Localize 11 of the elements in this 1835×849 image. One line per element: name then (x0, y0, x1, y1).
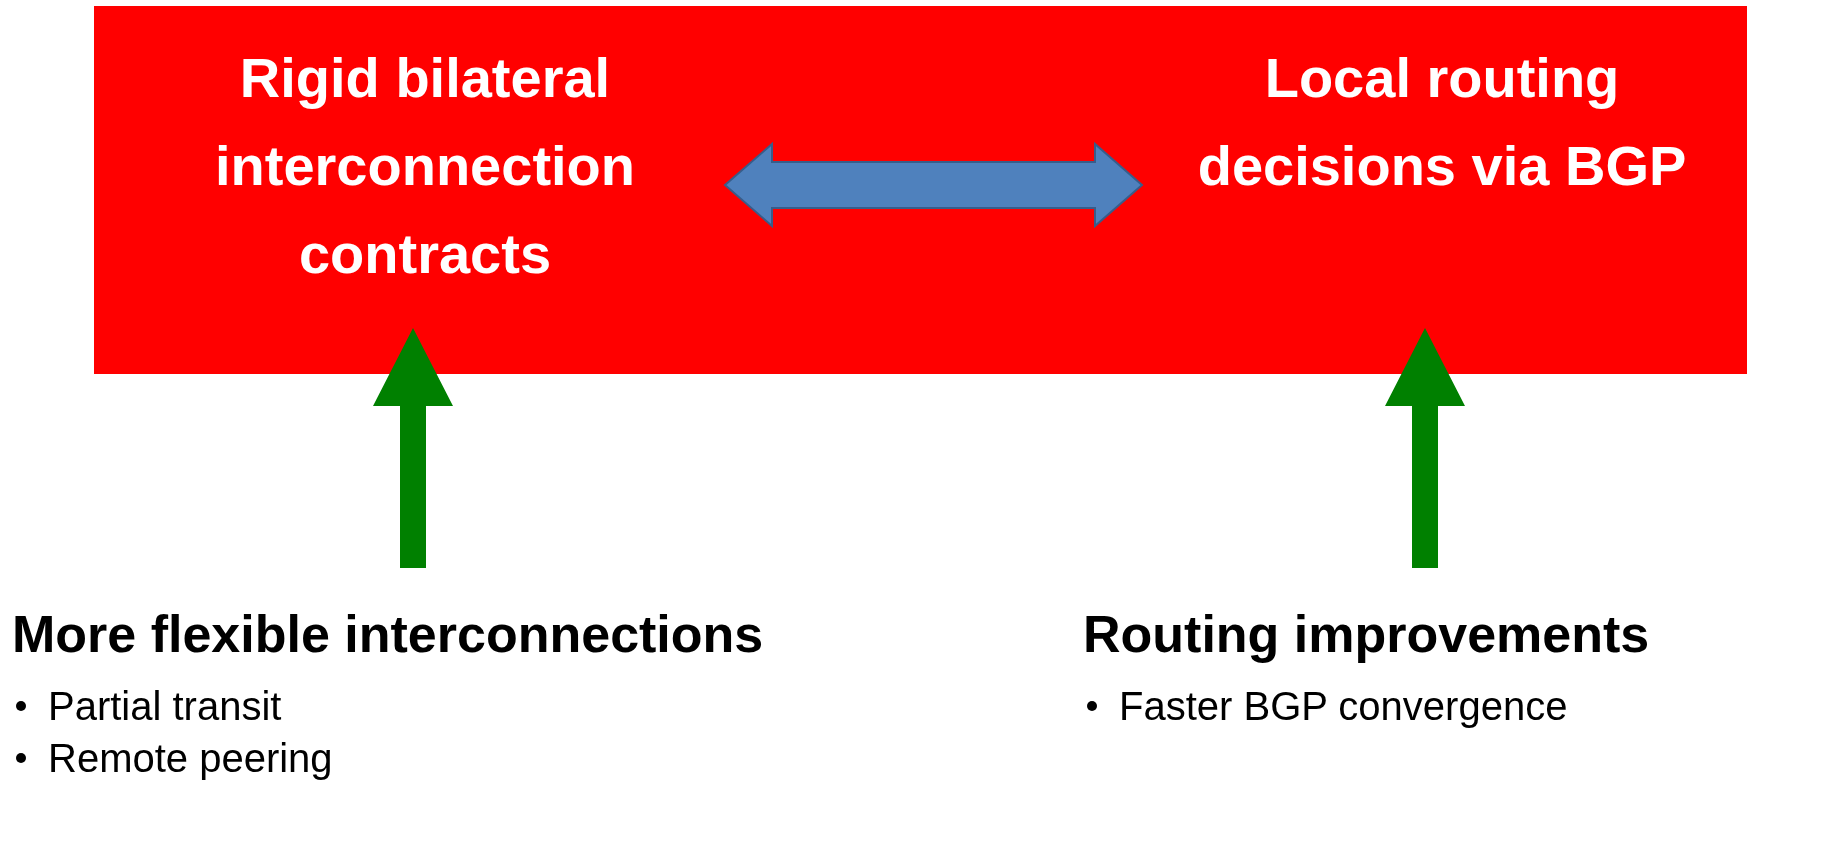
banner-box (94, 6, 1747, 374)
heading: Routing improvements (1083, 604, 1650, 665)
block-arrow (723, 141, 1144, 229)
bullet-text: Faster BGP convergence (1119, 683, 1568, 730)
box-label: Local routing decisions via BGP (1142, 34, 1742, 328)
bullet-text: Partial transit (48, 683, 282, 730)
block-arrow (373, 328, 453, 568)
block-arrow (1385, 328, 1465, 568)
box-label: Rigid bilateral interconnection contracts (125, 34, 725, 328)
bullet-text: Remote peering (48, 735, 333, 782)
heading: More flexible interconnections (12, 604, 764, 665)
